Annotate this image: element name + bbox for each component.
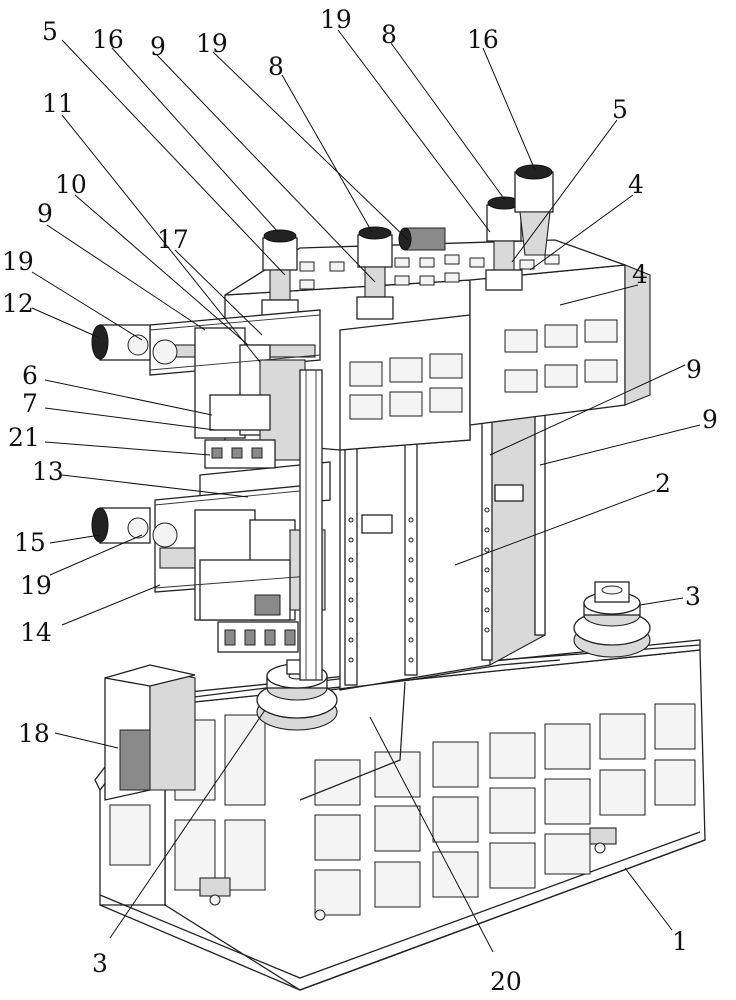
callout-9-b: 9 bbox=[37, 199, 53, 228]
upper-arm-unit bbox=[92, 310, 330, 512]
callout-12: 12 bbox=[2, 289, 34, 318]
callout-8-b: 8 bbox=[381, 20, 397, 49]
callout-13: 13 bbox=[32, 457, 64, 486]
rotary-table-right bbox=[574, 582, 650, 657]
callout-19-a: 19 bbox=[196, 29, 228, 58]
callout-21: 21 bbox=[8, 423, 40, 452]
side-motor-top bbox=[399, 228, 445, 250]
callout-8-a: 8 bbox=[268, 52, 284, 81]
callout-19-c: 19 bbox=[2, 247, 34, 276]
callout-3-b: 3 bbox=[92, 949, 108, 978]
callout-20: 20 bbox=[490, 967, 522, 996]
callout-7: 7 bbox=[22, 389, 38, 418]
vertical-guide-17 bbox=[300, 370, 322, 680]
callout-19-d: 19 bbox=[20, 571, 52, 600]
callout-16-b: 16 bbox=[467, 25, 499, 54]
callout-10: 10 bbox=[55, 170, 87, 199]
callout-1: 1 bbox=[672, 927, 688, 956]
callout-16-a: 16 bbox=[92, 25, 124, 54]
callout-15: 15 bbox=[14, 528, 46, 557]
callout-5-b: 5 bbox=[612, 95, 628, 124]
callout-4-b: 4 bbox=[632, 260, 648, 289]
callout-9-a: 9 bbox=[150, 32, 166, 61]
callout-9-d: 9 bbox=[702, 405, 718, 434]
callout-14: 14 bbox=[20, 618, 52, 647]
callout-5-a: 5 bbox=[42, 17, 58, 46]
callout-17: 17 bbox=[157, 225, 189, 254]
motor-box-18 bbox=[105, 665, 195, 800]
callout-6: 6 bbox=[22, 361, 38, 390]
callout-11: 11 bbox=[42, 89, 74, 118]
callout-18: 18 bbox=[18, 719, 50, 748]
callout-19-b: 19 bbox=[320, 5, 352, 34]
lower-arm-unit bbox=[92, 485, 325, 652]
callout-9-c: 9 bbox=[686, 355, 702, 384]
rotary-table-left bbox=[257, 660, 337, 730]
callout-4-a: 4 bbox=[628, 170, 644, 199]
callout-2: 2 bbox=[655, 469, 671, 498]
callout-3-a: 3 bbox=[685, 582, 701, 611]
